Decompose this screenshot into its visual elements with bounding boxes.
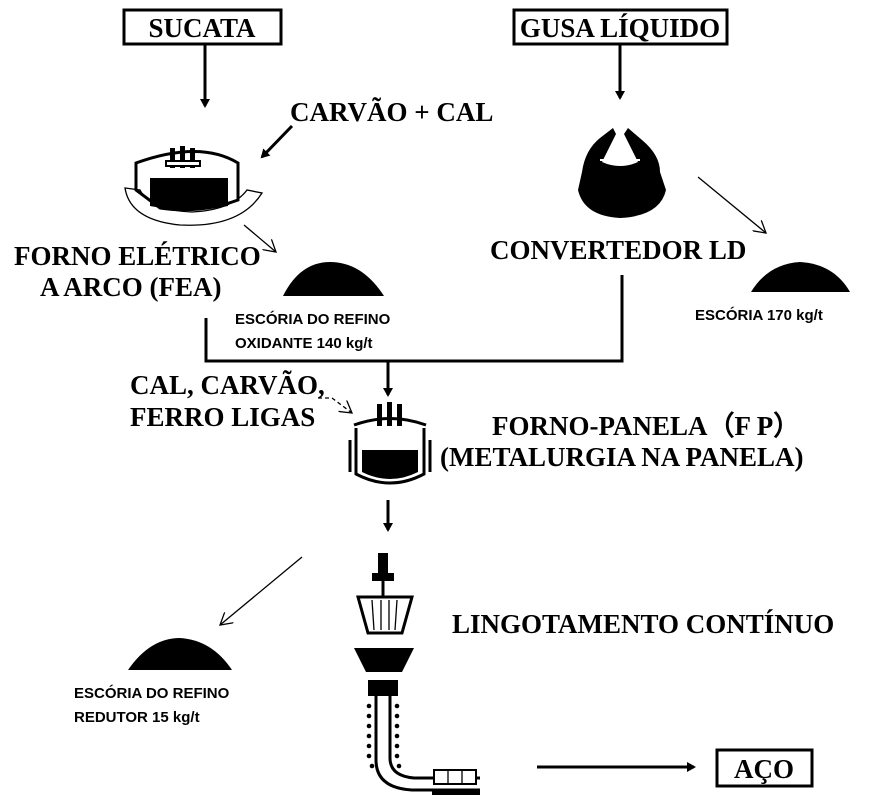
reducing-slag-label-line2: REDUTOR 15 kg/t bbox=[74, 709, 200, 726]
reducing-slag-arrow bbox=[220, 556, 303, 625]
converter-slag-label: ESCÓRIA 170 kg/t bbox=[695, 306, 823, 324]
eaf-label-line2: A ARCO (FEA) bbox=[40, 272, 222, 302]
eaf-label-line1: FORNO ELÉTRICO bbox=[14, 241, 261, 271]
oxidizing-slag-label-line1: ESCÓRIA DO REFINO bbox=[235, 310, 391, 328]
eaf-additions-label: CARVÃO + CAL bbox=[290, 97, 493, 127]
continuous-casting-icon bbox=[354, 553, 480, 795]
casting-label: LINGOTAMENTO CONTÍNUO bbox=[452, 609, 834, 639]
scrap-label: SUCATA bbox=[148, 13, 256, 43]
routing-line bbox=[204, 275, 624, 363]
ladle-additions-line1: CAL, CARVÃO, bbox=[130, 370, 325, 400]
eaf-slag-arrow bbox=[243, 224, 276, 252]
reducing-slag-label-line1: ESCÓRIA DO REFINO bbox=[74, 684, 230, 702]
ladle-additions-line2: FERRO LIGAS bbox=[130, 402, 315, 432]
oxidizing-slag-label-line2: OXIDANTE 140 kg/t bbox=[235, 335, 373, 352]
hot-metal-label: GUSA LÍQUIDO bbox=[520, 13, 720, 43]
ladle-furnace-label-line1: FORNO-PANELA（F P） bbox=[492, 411, 800, 441]
oxidizing-slag-pile bbox=[283, 262, 384, 296]
ladle-furnace-icon bbox=[348, 402, 432, 485]
converter-label: CONVERTEDOR LD bbox=[490, 235, 746, 265]
steel-label: AÇO bbox=[734, 754, 794, 784]
steel-output-box: AÇO bbox=[715, 748, 814, 788]
reducing-slag-pile bbox=[128, 638, 232, 670]
converter-slag-arrow bbox=[697, 176, 766, 233]
ladle-additions-arrow bbox=[318, 397, 352, 413]
hot-metal-input-box: GUSA LÍQUIDO bbox=[512, 8, 729, 46]
ld-converter-icon bbox=[578, 128, 666, 218]
ladle-furnace-label-line2: (METALURGIA NA PANELA) bbox=[440, 442, 804, 472]
converter-slag-pile bbox=[751, 262, 850, 292]
eaf-additions-arrow bbox=[260, 124, 294, 159]
electric-arc-furnace-icon bbox=[124, 146, 264, 226]
scrap-input-box: SUCATA bbox=[122, 8, 283, 46]
